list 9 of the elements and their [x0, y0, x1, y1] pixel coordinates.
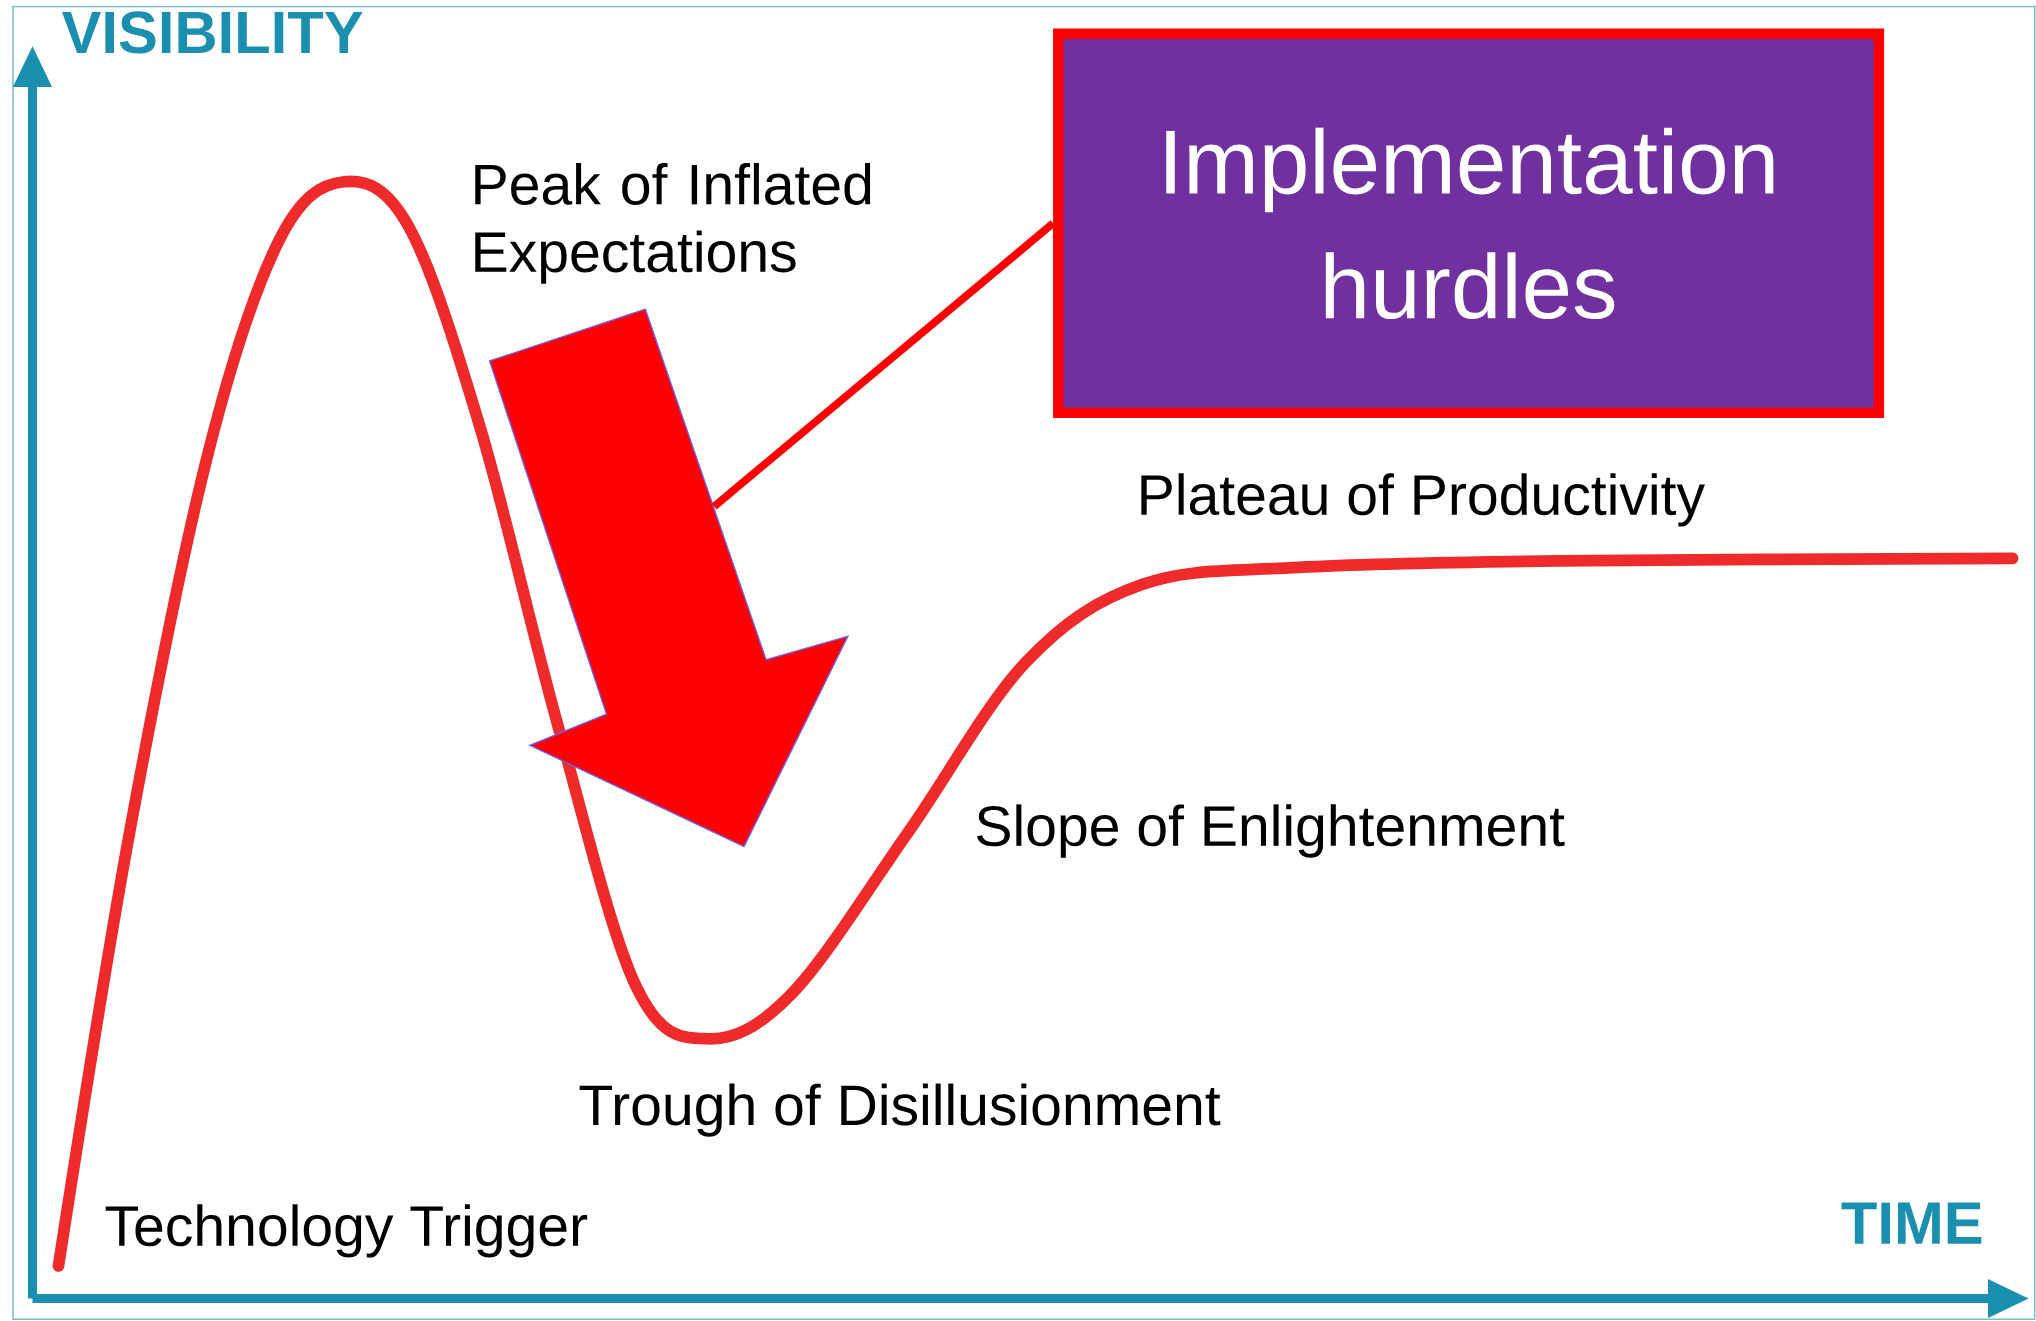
phase-label: Technology Trigger — [105, 1204, 588, 1258]
phase-label: Plateau of Productivity — [1141, 473, 1705, 527]
phase-label: Trough of Disillusionment — [579, 1083, 1221, 1138]
phase-label: Slope of Enlightenment — [977, 804, 1565, 858]
text-box: Implementation hurdles — [1053, 28, 1885, 419]
leader-line — [711, 220, 1056, 510]
axis-label: TIME — [1841, 1202, 1982, 1244]
axis-label: VISIBILITY — [61, 11, 363, 54]
block-arrow — [488, 308, 850, 848]
